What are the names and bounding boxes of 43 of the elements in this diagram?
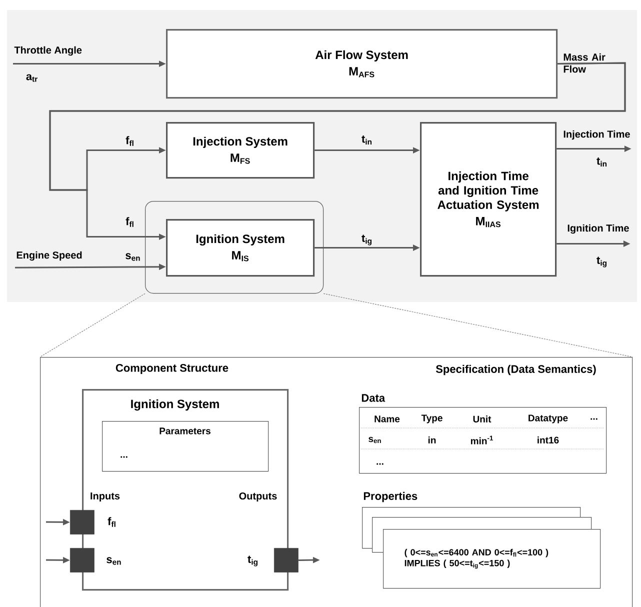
table-cell: ...: [590, 418, 598, 420]
zoom-line: [40, 293, 146, 358]
port-label: t$_{ig}$: [248, 556, 258, 566]
signal-name: Engine Speed: [16, 251, 82, 261]
system-box: Injection Time and Ignition Time Actuation System M$_{IIAS}$: [420, 122, 557, 277]
edge-label: a$_{tr}$: [26, 74, 38, 82]
group-outline: [145, 201, 324, 294]
signal-name: Ignition Time: [568, 224, 629, 234]
edge-label: f$_{fl}$: [126, 136, 134, 146]
section-heading: Specification (Data Semantics): [436, 364, 596, 376]
port-group-label: Inputs: [90, 492, 120, 502]
system-box: Injection System M$_{FS}$: [166, 122, 315, 179]
property-card: ( 0<=s$_{en}$<=6400 AND 0<=f$_{fl}$<=100 ) IMPLIES ( 50<=t$_{ig}$<=150 ): [383, 529, 601, 589]
edge-label: f$_{fl}$: [126, 217, 134, 227]
signal-name: Throttle Angle: [14, 46, 82, 56]
signal-name: Injection Time: [564, 130, 630, 140]
edge-label: t$_{ig}$: [596, 256, 606, 268]
signal-name: Properties: [364, 492, 418, 502]
table-cell: int16: [538, 436, 559, 444]
port-label: s$_{en}$: [106, 557, 121, 565]
zoom-line: [323, 293, 633, 358]
edge-label: s$_{en}$: [126, 253, 140, 261]
table-cell: Datatype: [528, 414, 568, 424]
table-heading: Data: [362, 394, 386, 402]
ellipsis: ...: [120, 456, 128, 458]
table-cell: Name: [374, 416, 400, 422]
table-cell: s$_{en}$: [368, 436, 381, 444]
edge-label: t$_{ig}$: [362, 234, 372, 246]
parameters-heading: Parameters: [160, 428, 210, 434]
signal-name: Mass Air Flow: [564, 53, 606, 73]
edge-label: t$_{in}$: [362, 136, 372, 144]
system-box: Ignition System M$_{IS}$: [166, 219, 315, 277]
port-group-label: Outputs: [239, 492, 277, 502]
table-cell: in: [428, 436, 436, 444]
table-cell: ...: [376, 463, 384, 465]
section-heading: Component Structure: [116, 364, 228, 374]
component-title: Ignition System: [131, 399, 219, 411]
table-cell: min$^{-1}$: [470, 436, 493, 444]
port-label: f$_{fl}$: [108, 517, 116, 527]
table-cell: Unit: [473, 416, 492, 422]
system-box: Air Flow System M$_{AFS}$: [166, 29, 558, 99]
table-cell: Type: [421, 414, 442, 424]
edge-label: t$_{in}$: [596, 158, 607, 166]
